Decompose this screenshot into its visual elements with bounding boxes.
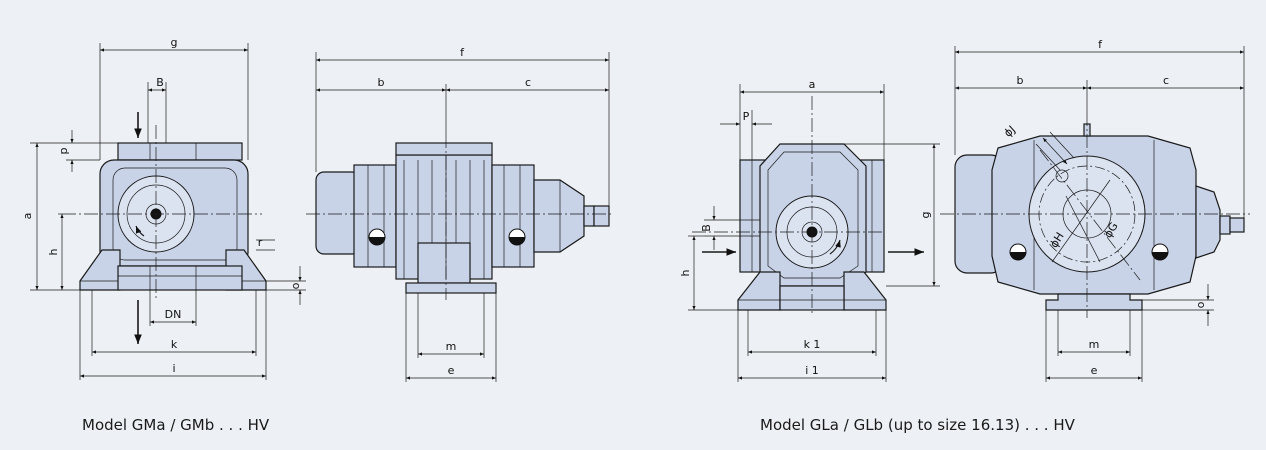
dim-a-right: a xyxy=(809,78,816,91)
dim-c: c xyxy=(525,76,531,89)
dim-k1-right: k 1 xyxy=(804,338,821,351)
dim-g: g xyxy=(171,36,178,49)
dim-B: B xyxy=(156,76,164,89)
dim-b-right: b xyxy=(1017,74,1024,87)
left-side-dimensions: f b c m e xyxy=(315,46,610,382)
left-side-view xyxy=(306,134,614,300)
dim-o: o xyxy=(289,282,302,289)
left-front-view xyxy=(62,112,267,344)
dim-i1-right: i 1 xyxy=(805,364,819,377)
dim-h: h xyxy=(47,248,60,255)
dim-r: r xyxy=(258,236,263,249)
dim-p: p xyxy=(57,147,70,154)
right-side-view xyxy=(940,112,1250,318)
dim-m-right: m xyxy=(1089,338,1100,351)
right-front-view xyxy=(692,96,924,316)
left-front-dimensions: g B a p h r o DN xyxy=(21,36,306,380)
dim-e-right: e xyxy=(1091,364,1098,377)
dim-k: k xyxy=(171,338,178,351)
dim-h-right: h xyxy=(679,269,692,276)
dim-phiJ-right: ϕJ xyxy=(1001,123,1018,140)
dim-f-right: f xyxy=(1098,38,1103,51)
dim-e: e xyxy=(448,364,455,377)
dim-a: a xyxy=(21,213,34,220)
dim-B-right: B xyxy=(700,224,713,232)
dim-DN: DN xyxy=(165,308,182,321)
dim-c-right: c xyxy=(1163,74,1169,87)
dim-P-right: P xyxy=(743,110,750,123)
dim-o-right: o xyxy=(1194,301,1207,308)
right-front-dimensions: a P B h g k 1 i 1 xyxy=(679,78,940,382)
dim-g-right: g xyxy=(919,212,932,219)
dim-m: m xyxy=(446,340,457,353)
caption-left-model: Model GMa / GMb . . . HV xyxy=(82,416,270,434)
dim-f: f xyxy=(460,46,465,59)
dim-b: b xyxy=(378,76,385,89)
dim-i: i xyxy=(172,362,175,375)
caption-right-model: Model GLa / GLb (up to size 16.13) . . .… xyxy=(760,416,1076,434)
